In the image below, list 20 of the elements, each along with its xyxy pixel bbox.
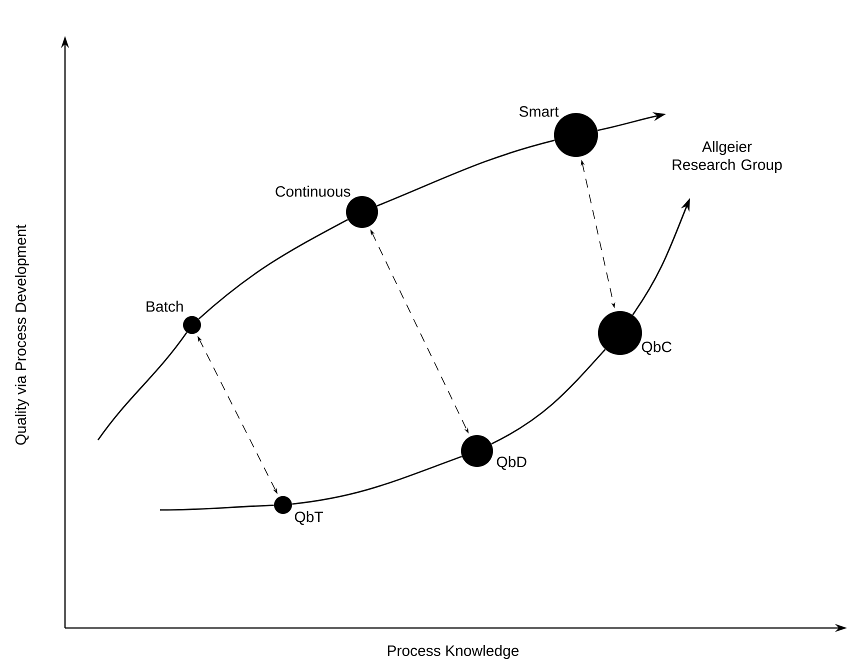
dot xyxy=(461,434,493,467)
curve-line xyxy=(97,332,188,440)
curve-line xyxy=(491,349,606,444)
dot xyxy=(183,316,201,334)
point-label: Smart xyxy=(519,106,559,117)
curve-line xyxy=(160,504,274,511)
axis-title: Process Knowledge xyxy=(388,645,519,659)
point-label: QbT xyxy=(294,511,324,525)
curve-line xyxy=(198,218,348,320)
point-label: QbC xyxy=(642,341,672,355)
curve-line xyxy=(376,140,555,207)
dot xyxy=(274,496,292,514)
point-label: Continuous xyxy=(276,186,350,197)
point-label: Batch xyxy=(146,300,183,312)
curve-line xyxy=(292,456,462,505)
dot xyxy=(598,310,642,355)
group-credit: Allgeier Research Group xyxy=(672,141,782,173)
point-label: QbD xyxy=(496,456,526,470)
dot xyxy=(346,196,378,228)
axis-title: Quality via Process Development xyxy=(15,224,29,445)
